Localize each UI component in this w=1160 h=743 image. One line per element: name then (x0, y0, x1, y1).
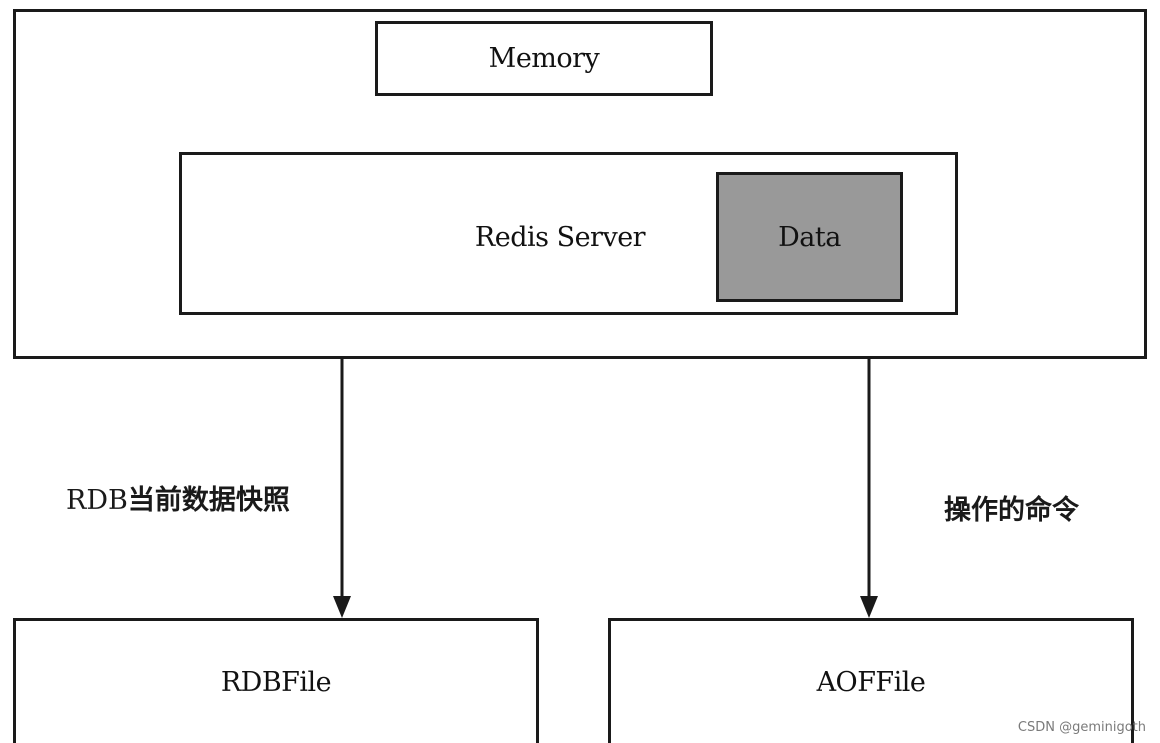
rdb-file-label: RDBFile (220, 666, 332, 698)
redis-server-label-wrap: Redis Server (440, 216, 680, 258)
aof-file-label: AOFFile (816, 666, 926, 698)
aof-arrowhead (860, 596, 878, 618)
data-box: Data (716, 172, 903, 302)
aof-file-box: AOFFile (608, 618, 1134, 743)
redis-server-label: Redis Server (474, 221, 646, 253)
memory-label: Memory (488, 43, 600, 74)
rdb-arrowhead (333, 596, 351, 618)
rdb-edge-label: RDB当前数据快照 (66, 478, 290, 517)
rdb-edge-label-prefix: RDB (66, 485, 128, 516)
aof-edge-label: 操作的命令 (944, 495, 1079, 526)
memory-box: Memory (375, 21, 713, 96)
data-label: Data (778, 221, 841, 253)
rdb-edge-label-cn: 当前数据快照 (127, 485, 290, 516)
watermark: CSDN @geminigoth (1017, 720, 1146, 735)
rdb-file-box: RDBFile (13, 618, 539, 743)
